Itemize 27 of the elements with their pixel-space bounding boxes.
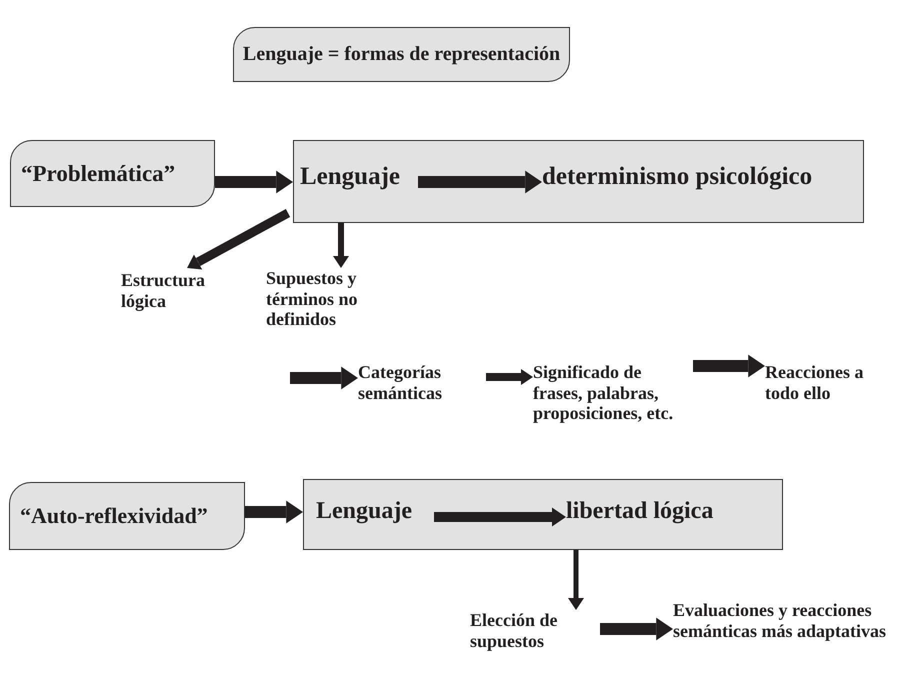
arrow xyxy=(486,369,533,385)
arrow xyxy=(418,170,542,194)
node-text: libertad lógica xyxy=(566,498,766,536)
arrow xyxy=(568,550,584,610)
process-box xyxy=(293,140,864,223)
arrow xyxy=(333,223,349,268)
arrow xyxy=(215,170,293,194)
node-text: Evaluaciones y reacciones semánticas más adaptativas xyxy=(673,600,895,680)
node-text: Estructura lógica xyxy=(121,270,243,320)
process-box xyxy=(303,479,783,550)
node-text: Significado de frases, palabras, proposiciones, etc. xyxy=(533,362,693,462)
node-text: Categorías semánticas xyxy=(358,362,486,412)
arrow xyxy=(290,366,358,390)
node-text: Lenguaje xyxy=(300,163,418,203)
arrow xyxy=(693,354,765,378)
process-box: “Problemática” xyxy=(10,140,215,207)
process-box: “Auto-reflexividad” xyxy=(9,482,245,550)
node-text: determinismo psicológico xyxy=(542,163,858,203)
node-text: Supuestos y términos no definidos xyxy=(266,268,404,338)
title-box: Lenguaje = formas de representación xyxy=(233,27,570,82)
arrow xyxy=(434,508,566,526)
arrow xyxy=(245,500,303,524)
arrow xyxy=(187,209,290,270)
node-text: Reacciones a todo ello xyxy=(765,362,883,412)
node-text: Elección de supuestos xyxy=(470,610,600,662)
arrow xyxy=(600,618,673,640)
node-text: Lenguaje xyxy=(316,498,434,536)
